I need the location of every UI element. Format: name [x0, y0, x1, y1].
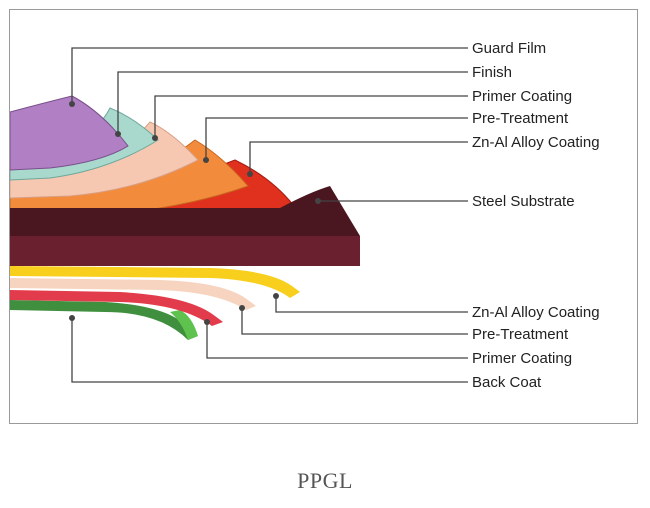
pre-treatment-bottom-layer: [10, 278, 256, 310]
ppgl-layer-diagram: Guard Film Finish Primer Coating Pre-Tre…: [10, 40, 600, 391]
primer-coating-bottom-layer: [10, 290, 223, 326]
dot-znal-bottom: [273, 293, 279, 299]
label-pre-treatment-bottom: Pre-Treatment: [472, 326, 569, 343]
guard-film-layer: [10, 95, 129, 171]
leader-dots: [69, 101, 321, 325]
back-coat-highlight: [170, 310, 198, 340]
label-back-coat: Back Coat: [472, 374, 542, 391]
dot-guard-film: [69, 101, 75, 107]
label-finish: Finish: [472, 64, 512, 81]
dot-primer-top: [152, 135, 158, 141]
steel-substrate-top: [10, 186, 360, 236]
diagram-frame: Guard Film Finish Primer Coating Pre-Tre…: [9, 9, 638, 424]
dot-pretreat-top: [203, 157, 209, 163]
dot-pretreat-bottom: [239, 305, 245, 311]
zn-al-alloy-coating-bottom-layer: [10, 266, 300, 298]
dot-primer-bottom: [204, 319, 210, 325]
label-primer-coating-bottom: Primer Coating: [472, 350, 572, 367]
label-zn-al-alloy-coating-bottom: Zn-Al Alloy Coating: [472, 304, 600, 321]
label-primer-coating-top: Primer Coating: [472, 88, 572, 105]
dot-back-coat: [69, 315, 75, 321]
dot-znal-top: [247, 171, 253, 177]
back-coat-layer: [10, 300, 198, 340]
label-guard-film: Guard Film: [472, 40, 546, 57]
label-steel-substrate: Steel Substrate: [472, 193, 575, 210]
label-pre-treatment-top: Pre-Treatment: [472, 110, 569, 127]
dot-finish: [115, 131, 121, 137]
leader-lines: [71, 47, 468, 383]
label-zn-al-alloy-coating-top: Zn-Al Alloy Coating: [472, 134, 600, 151]
steel-substrate-side: [10, 236, 360, 266]
dot-steel: [315, 198, 321, 204]
figure-caption: PPGL: [297, 468, 353, 493]
